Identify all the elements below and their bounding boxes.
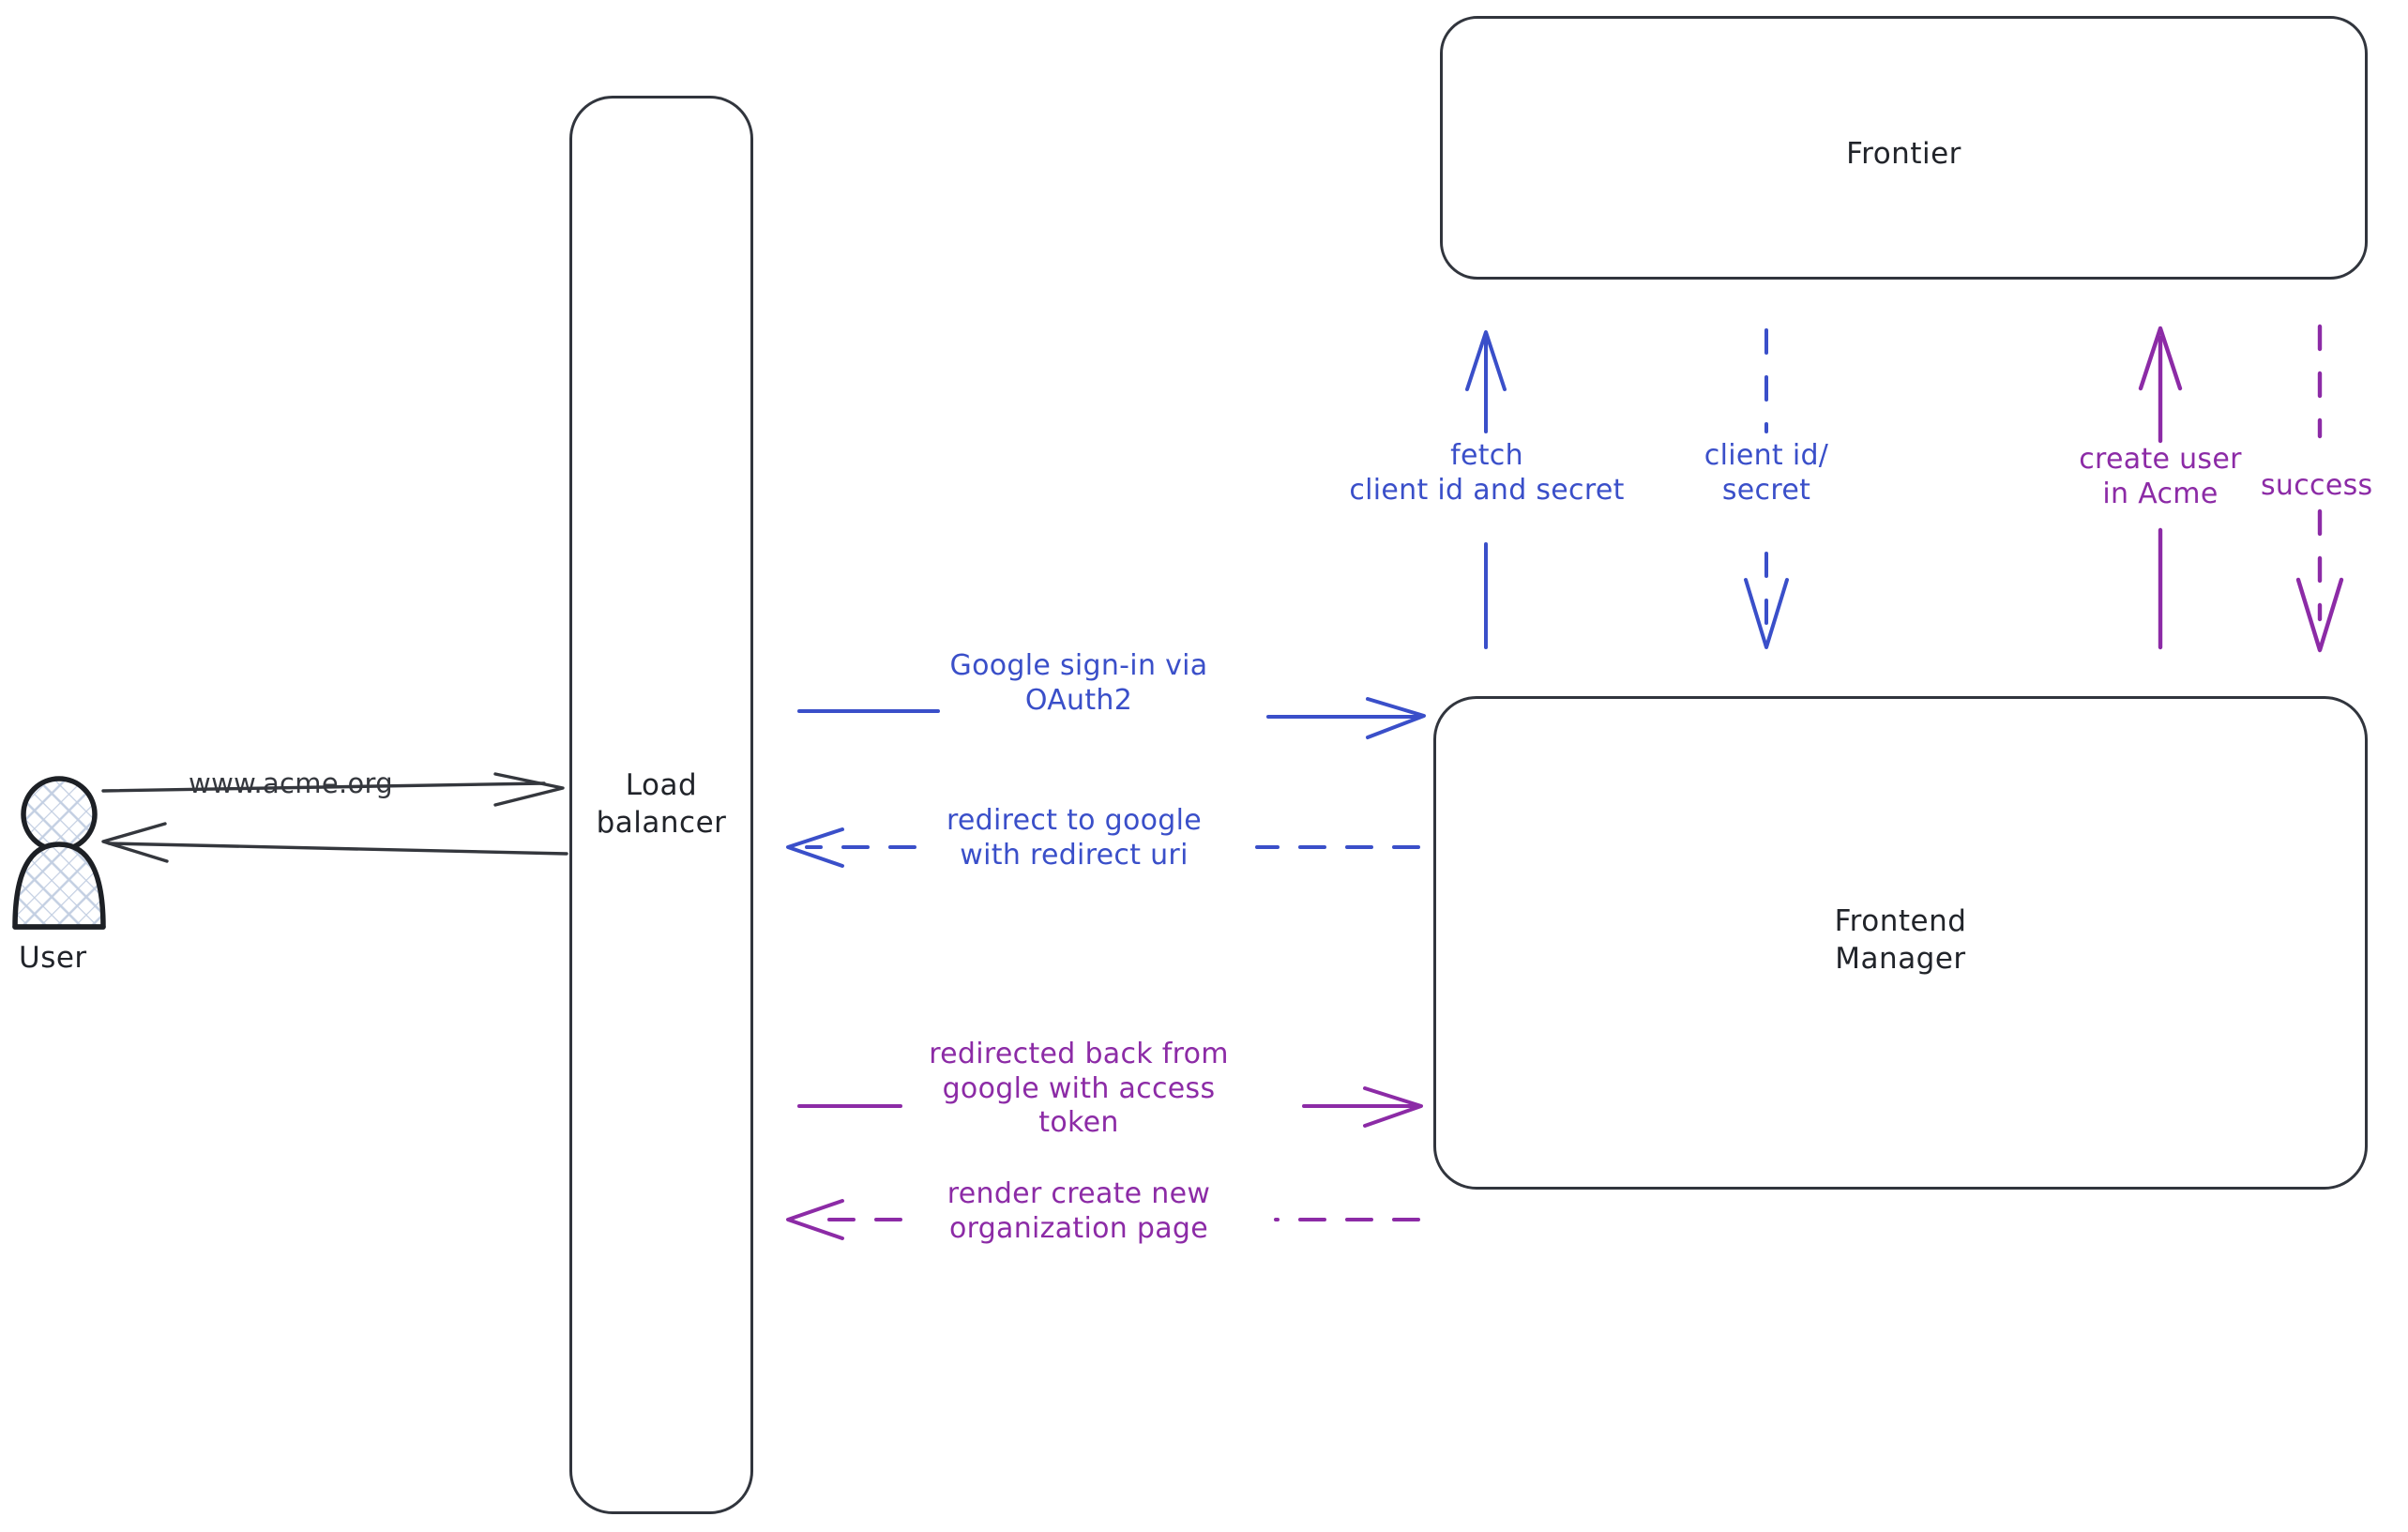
edge-redirect-to-google-path (786, 827, 1420, 868)
edge-render-create-new-organization-page-path (786, 1199, 1420, 1240)
node-frontier-label: Frontier (1846, 137, 1961, 171)
node-load-balancer-label: Load balancer (596, 768, 727, 840)
edge-redirected-back-with-access-token-path (797, 1086, 1423, 1128)
edge-client-id-secret-path (1744, 328, 1789, 649)
edge-fetch-client-id-and-secret-path (1465, 330, 1507, 649)
edge-load-balancer-to-user-path (101, 822, 568, 863)
edge-user-to-load-balancer-path (101, 772, 565, 807)
node-frontier[interactable]: Frontier (1440, 16, 2368, 280)
user-actor-label: User (19, 941, 87, 975)
edge-success-path (2295, 324, 2344, 653)
node-frontend-manager-label: Frontend Manager (1834, 904, 1967, 976)
node-load-balancer[interactable]: Load balancer (569, 96, 753, 1514)
node-frontend-manager[interactable]: Frontend Manager (1433, 696, 2368, 1190)
edge-create-user-in-acme-path (2138, 326, 2183, 650)
edge-google-signin-via-oauth2-path (797, 697, 1426, 739)
person-icon (12, 776, 106, 930)
